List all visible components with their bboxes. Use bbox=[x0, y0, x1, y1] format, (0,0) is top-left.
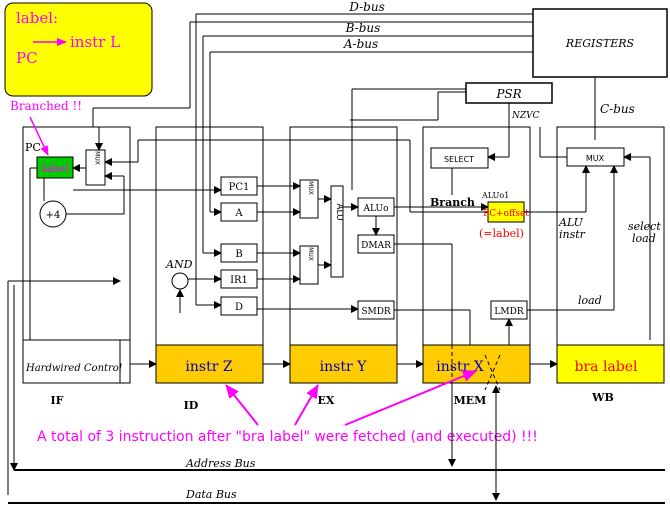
if-label: IF bbox=[51, 394, 64, 407]
instr-z-label: instr Z bbox=[185, 359, 232, 375]
dmar-label: DMAR bbox=[361, 241, 391, 251]
nzvc-label: NZVC bbox=[511, 111, 540, 121]
branch-label: Branch bbox=[430, 196, 475, 209]
and-gate bbox=[171, 272, 189, 290]
a-bus-label: A-bus bbox=[343, 37, 378, 51]
arrow-to-instr-y bbox=[294, 384, 319, 426]
select-load-label-2: load bbox=[632, 232, 656, 245]
aluo1-label: ALUo1 bbox=[481, 191, 509, 200]
pc-register-value: label bbox=[41, 162, 69, 175]
plus4-label: +4 bbox=[46, 210, 61, 221]
if-stage-box bbox=[22, 126, 131, 384]
legend-instr: instr L bbox=[70, 33, 120, 51]
registers-label: REGISTERS bbox=[565, 37, 635, 50]
b-label: B bbox=[235, 249, 242, 260]
instr-z-bar bbox=[155, 344, 264, 384]
hardwired-control: Hardwired Control bbox=[25, 363, 122, 374]
d-label: D bbox=[235, 302, 243, 313]
smdr-label: SMDR bbox=[361, 307, 391, 317]
select-load-label-1: select bbox=[628, 220, 661, 233]
alu-block bbox=[330, 185, 344, 278]
id-label: ID bbox=[184, 399, 199, 412]
d-bus-label: D-bus bbox=[348, 0, 384, 14]
arrow-to-instr-x bbox=[344, 370, 477, 426]
load-label: load bbox=[578, 294, 602, 307]
bra-label-text: bra label bbox=[575, 359, 639, 375]
instr-y-label: instr Y bbox=[320, 359, 367, 375]
ex-mux-bottom-label: MUX bbox=[307, 247, 314, 261]
annotation-text: A total of 3 instruction after "bra labe… bbox=[37, 429, 538, 445]
b-bus-label: B-bus bbox=[345, 21, 381, 35]
mem-label: MEM bbox=[454, 394, 487, 407]
and-label: AND bbox=[165, 258, 193, 271]
data-bus-label: Data Bus bbox=[185, 488, 237, 501]
if-mux-label-m: MUX bbox=[94, 151, 101, 165]
aluo-label: ALUo bbox=[363, 204, 389, 214]
legend-box bbox=[4, 2, 153, 97]
ex-label: EX bbox=[318, 394, 335, 407]
address-bus-label: Address Bus bbox=[185, 457, 256, 470]
pc-offset-label: PC+offset bbox=[483, 209, 529, 219]
pc1-label: PC1 bbox=[229, 182, 250, 193]
psr-label: PSR bbox=[495, 87, 521, 101]
c-bus-label: C-bus bbox=[600, 102, 635, 116]
eq-label: (=label) bbox=[479, 227, 524, 240]
alu-instr-label-1: ALU bbox=[558, 216, 584, 229]
select-label: SELECT bbox=[444, 155, 474, 164]
instr-x-label: instr X bbox=[436, 359, 483, 375]
alu-label: ALU bbox=[334, 203, 344, 220]
lmdr-label: LMDR bbox=[494, 307, 523, 317]
ex-mux-top-label: MUX bbox=[307, 181, 314, 195]
pc-label: PC bbox=[25, 141, 41, 154]
a-label: A bbox=[234, 208, 243, 219]
legend-pc: PC bbox=[16, 49, 38, 67]
d-register bbox=[220, 296, 258, 316]
alu-instr-label-2: instr bbox=[559, 228, 586, 241]
legend-label: label: bbox=[16, 9, 58, 27]
ir1-label: IR1 bbox=[230, 275, 248, 286]
wb-mux-label: MUX bbox=[586, 154, 605, 163]
wb-label: WB bbox=[591, 391, 614, 404]
select-box bbox=[430, 147, 489, 169]
registers-box bbox=[532, 8, 668, 78]
arrow-to-instr-z bbox=[225, 384, 259, 426]
branched-note: Branched !! bbox=[10, 99, 82, 113]
